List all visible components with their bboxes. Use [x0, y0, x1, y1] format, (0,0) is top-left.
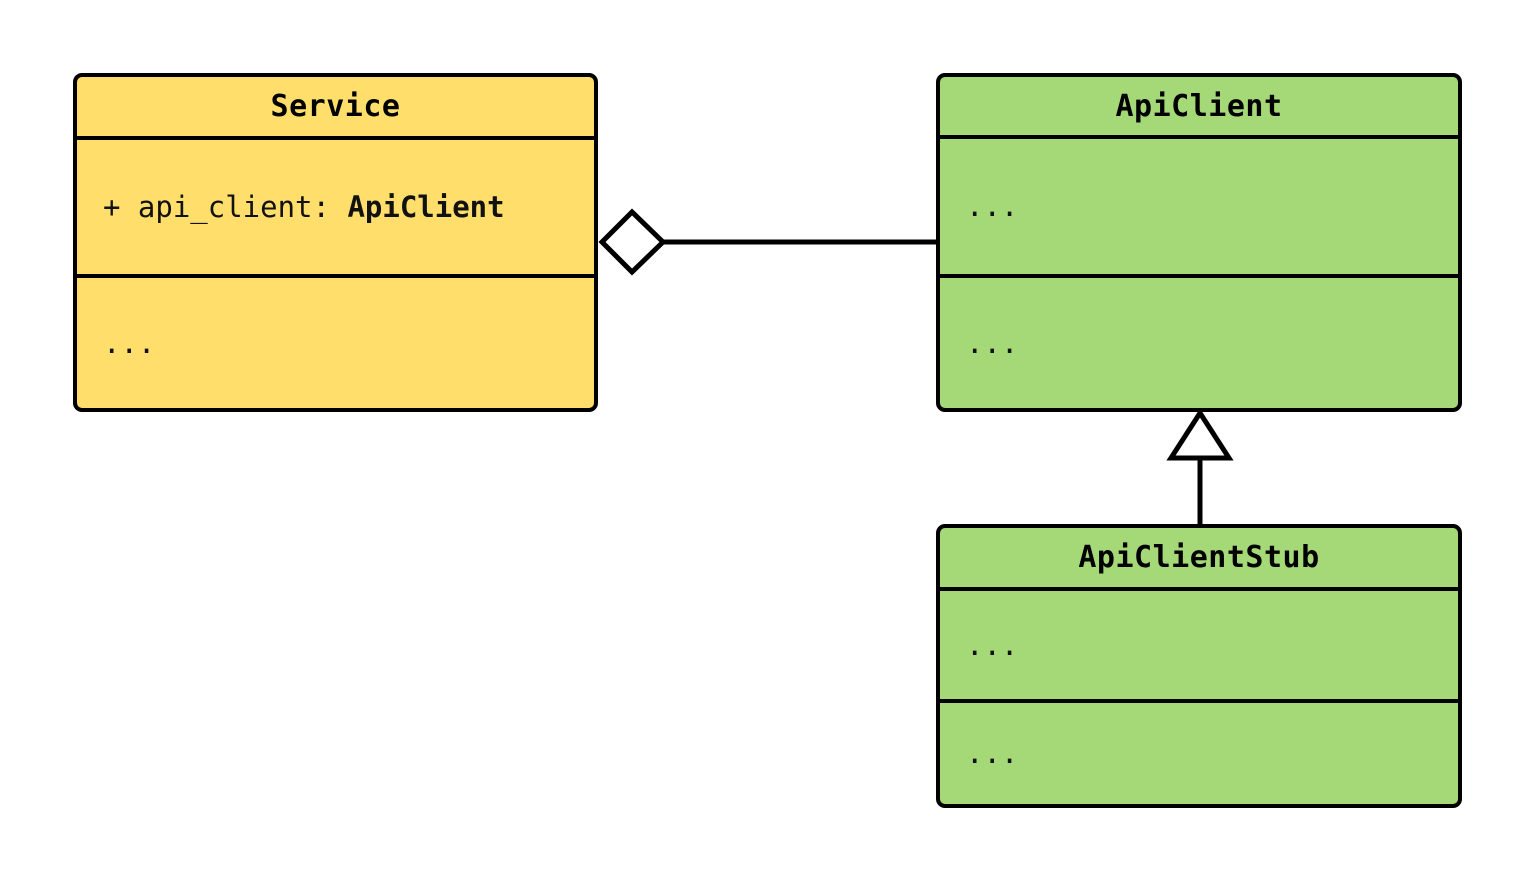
class-methods-service: ... — [77, 273, 594, 408]
class-attributes-apiclient: ... — [940, 139, 1458, 274]
class-methods-apiclientstub: ... — [940, 698, 1458, 804]
generalization-connector-apiclientstub-apiclient — [1166, 408, 1234, 526]
attribute-type-api-client: ApiClient — [347, 189, 505, 224]
attribute-name-api-client: + api_client: — [103, 189, 348, 224]
class-title-apiclientstub: ApiClientStub — [940, 528, 1458, 591]
attributes-ellipsis-apiclientstub: ... — [966, 627, 1019, 662]
aggregation-connector-service-apiclient — [598, 208, 938, 276]
hollow-diamond-icon — [598, 208, 667, 276]
class-title-apiclient: ApiClient — [940, 77, 1458, 139]
class-attributes-service: + api_client: ApiClient — [77, 140, 594, 274]
hollow-triangle-icon — [1166, 408, 1234, 461]
methods-ellipsis-apiclient: ... — [966, 325, 1019, 360]
class-box-apiclient[interactable]: ApiClient ... ... — [936, 73, 1462, 412]
class-methods-apiclient: ... — [940, 273, 1458, 408]
class-box-service[interactable]: Service + api_client: ApiClient ... — [73, 73, 598, 412]
attribute-row-api-client: + api_client: ApiClient — [103, 190, 505, 224]
class-attributes-apiclientstub: ... — [940, 591, 1458, 699]
methods-ellipsis-service: ... — [103, 325, 156, 360]
class-title-service: Service — [77, 77, 594, 140]
class-box-apiclientstub[interactable]: ApiClientStub ... ... — [936, 524, 1462, 808]
methods-ellipsis-apiclientstub: ... — [966, 736, 1019, 771]
attributes-ellipsis-apiclient: ... — [966, 189, 1019, 224]
